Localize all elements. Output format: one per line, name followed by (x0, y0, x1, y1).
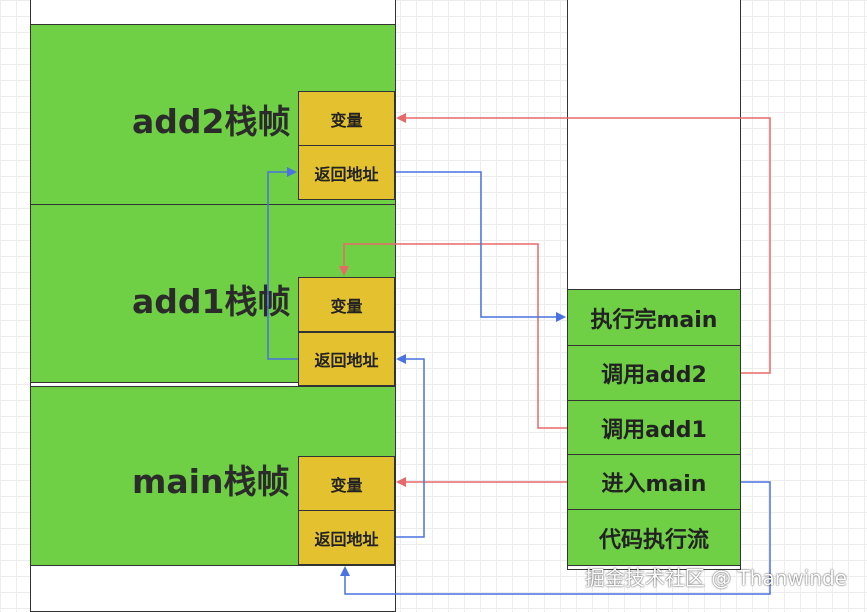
watermark: 掘金技术社区 @ Thanwinde (584, 566, 847, 590)
flow-item-enter-main: 进入main (567, 454, 741, 510)
flow-item-call-add2: 调用add2 (567, 345, 741, 401)
flow-item-call-add1: 调用add1 (567, 400, 741, 455)
add2-return-address-cell: 返回地址 (298, 145, 395, 200)
main-frame-title: main栈帧 (132, 462, 290, 501)
main-variable-cell: 变量 (298, 456, 395, 511)
flow-item-finish-main: 执行完main (567, 289, 741, 346)
flow-item-code-execution-flow: 代码执行流 (567, 509, 741, 566)
add1-frame-title: add1栈帧 (132, 282, 291, 321)
add1-variable-cell: 变量 (298, 277, 395, 332)
add2-variable-cell: 变量 (298, 91, 395, 146)
arrow-main-return-to-add1-return (396, 354, 425, 538)
arrow-add2-return-to-finish-main (396, 171, 566, 322)
main-return-address-cell: 返回地址 (298, 510, 395, 565)
add2-frame-title: add2栈帧 (132, 102, 291, 141)
add1-return-address-cell: 返回地址 (298, 332, 395, 386)
